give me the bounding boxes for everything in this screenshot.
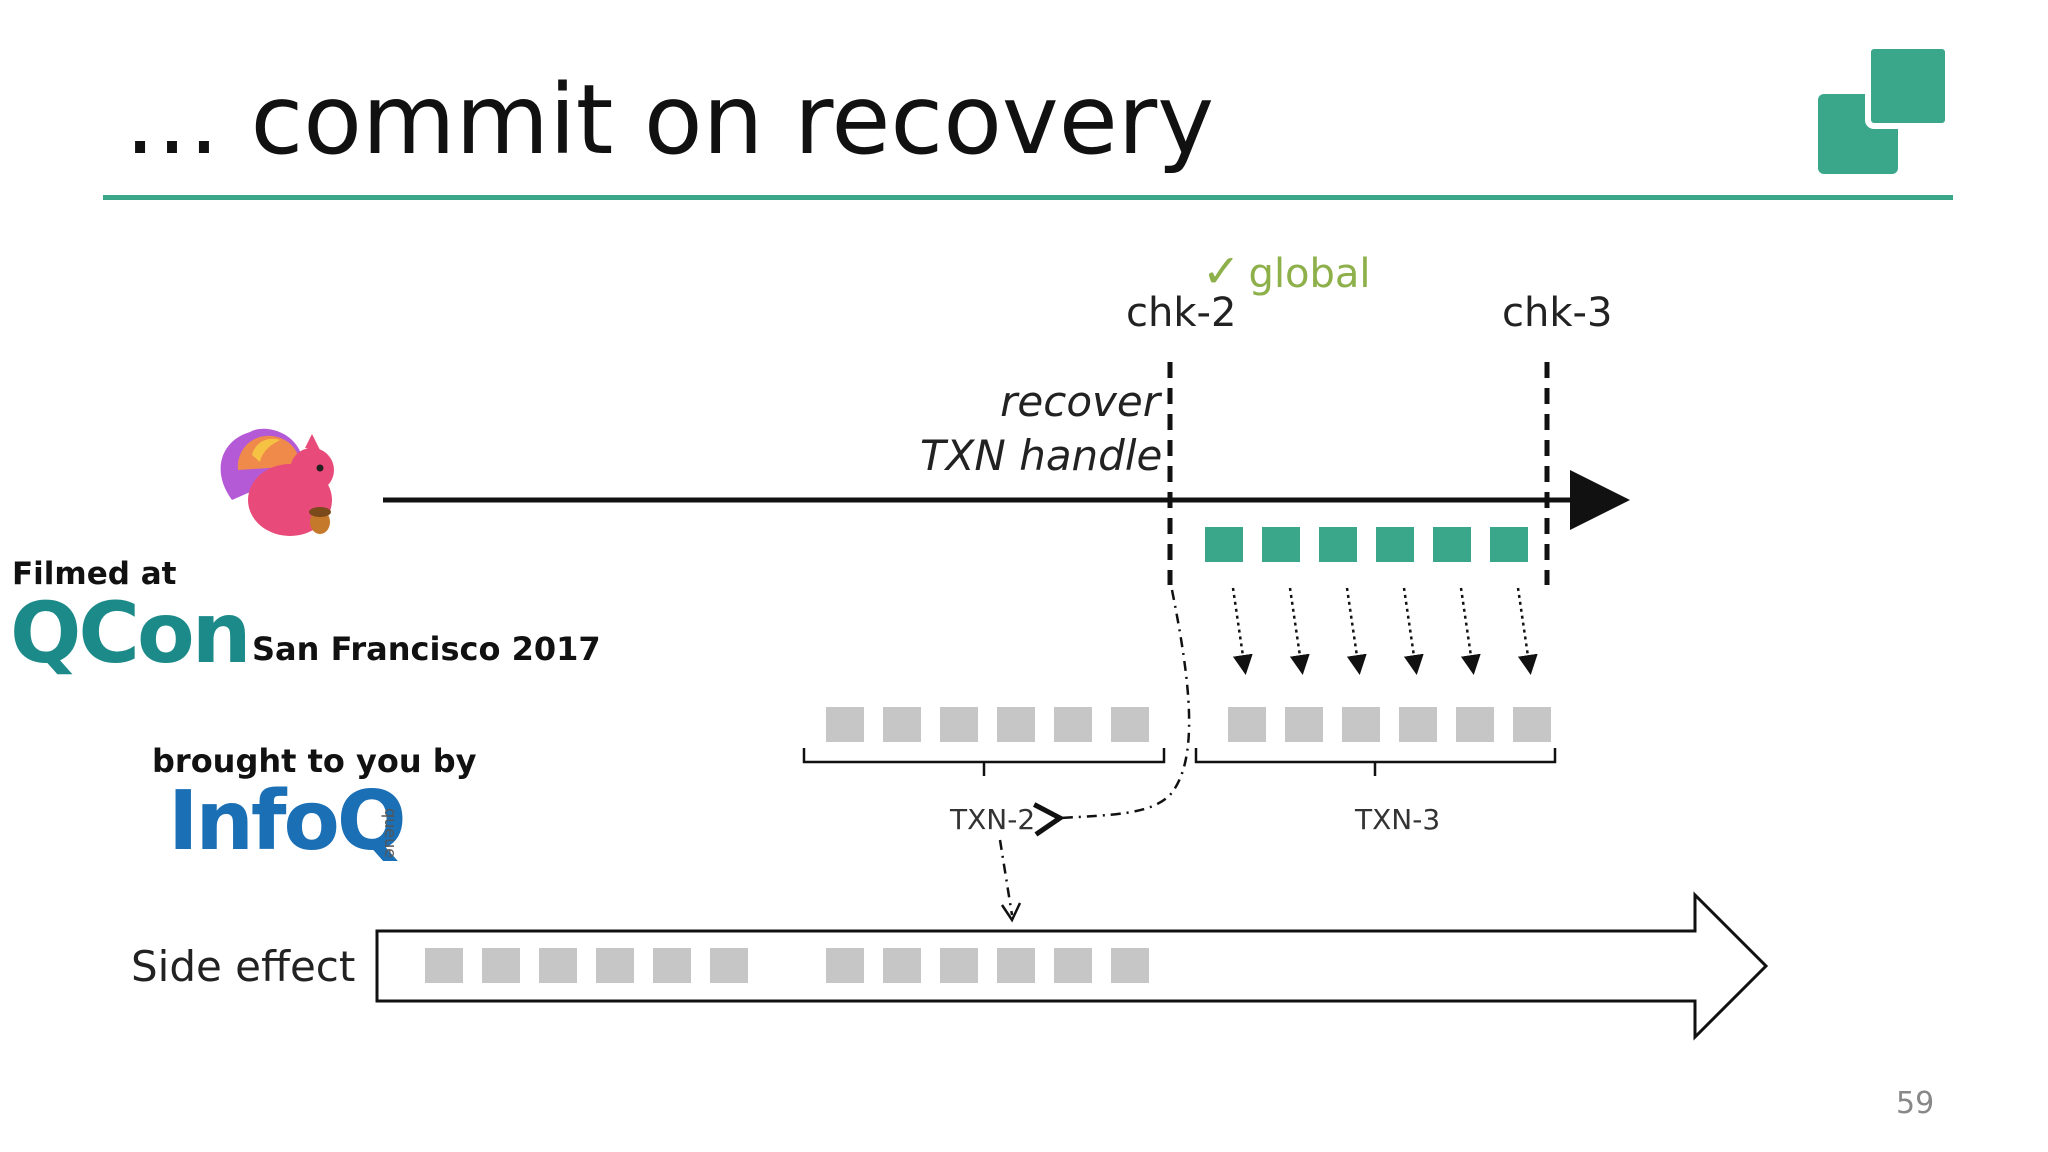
- side-effect-records: [425, 948, 1149, 983]
- side-effect-record: [940, 948, 978, 983]
- queue-text: queue: [381, 808, 400, 859]
- filmed-at-text: Filmed at: [12, 556, 177, 592]
- txn3-record: [1342, 707, 1380, 742]
- commit-arrows: [1231, 587, 1538, 675]
- green-record: [1490, 527, 1528, 562]
- commit-arrow: [1231, 587, 1253, 675]
- side-effect-record: [596, 948, 634, 983]
- chk2-label: chk-2: [1126, 290, 1237, 336]
- txn3-record: [1456, 707, 1494, 742]
- side-effect-record: [425, 948, 463, 983]
- side-effect-record: [482, 948, 520, 983]
- location-text: San Francisco 2017: [252, 630, 601, 668]
- green-record: [1433, 527, 1471, 562]
- side-effect-record: [653, 948, 691, 983]
- green-record: [1376, 527, 1414, 562]
- green-record: [1205, 527, 1243, 562]
- slide-number: 59: [1896, 1086, 1935, 1121]
- side-effect-record: [997, 948, 1035, 983]
- side-effect-record: [1054, 948, 1092, 983]
- txn2-record: [1111, 707, 1149, 742]
- txn2-side-effect-arrow: [998, 839, 1014, 916]
- green-record: [1262, 527, 1300, 562]
- commit-arrow: [1402, 587, 1424, 675]
- global-label: ✓global: [1202, 244, 1371, 298]
- side-effect-record: [1111, 948, 1149, 983]
- txn2-record: [1054, 707, 1092, 742]
- txn3-brace: [1194, 748, 1557, 776]
- txn3-record: [1228, 707, 1266, 742]
- side-effect-record: [826, 948, 864, 983]
- infoq-logo: InfoQ: [168, 774, 407, 869]
- txn3-record: [1399, 707, 1437, 742]
- commit-arrow: [1516, 587, 1538, 675]
- txn2-record: [940, 707, 978, 742]
- txn3-records: [1228, 707, 1551, 742]
- recover-label: recover TXN handle: [920, 375, 1163, 483]
- txn3-label: TXN-3: [1355, 803, 1441, 836]
- commit-arrow: [1345, 587, 1367, 675]
- green-record: [1319, 527, 1357, 562]
- side-effect-record: [883, 948, 921, 983]
- brought-by-text: brought to you by: [152, 742, 477, 780]
- global-text: global: [1248, 251, 1371, 297]
- txn2-brace: [802, 748, 1166, 776]
- commit-arrow: [1288, 587, 1310, 675]
- txn2-records: [826, 707, 1149, 742]
- slide-title: … commit on recovery: [124, 64, 1215, 176]
- recover-line1: recover: [1000, 377, 1160, 426]
- recover-arrow: [1032, 589, 1191, 837]
- commit-arrow: [1459, 587, 1481, 675]
- qcon-logo: QCon: [10, 584, 252, 682]
- side-effect-record: [710, 948, 748, 983]
- txn2-record: [883, 707, 921, 742]
- txn3-record: [1513, 707, 1551, 742]
- side-effect-label: Side effect: [131, 942, 356, 991]
- recover-line2: TXN handle: [920, 431, 1163, 480]
- txn2-record: [997, 707, 1035, 742]
- txn2-label: TXN-2: [950, 803, 1036, 836]
- check-icon: ✓: [1202, 244, 1241, 298]
- title-divider: [103, 195, 1953, 200]
- side-effect-arrow: [375, 891, 1769, 1041]
- txn2-record: [826, 707, 864, 742]
- green-records: [1205, 527, 1528, 562]
- side-effect-record: [539, 948, 577, 983]
- chk3-label: chk-3: [1502, 290, 1613, 336]
- txn3-record: [1285, 707, 1323, 742]
